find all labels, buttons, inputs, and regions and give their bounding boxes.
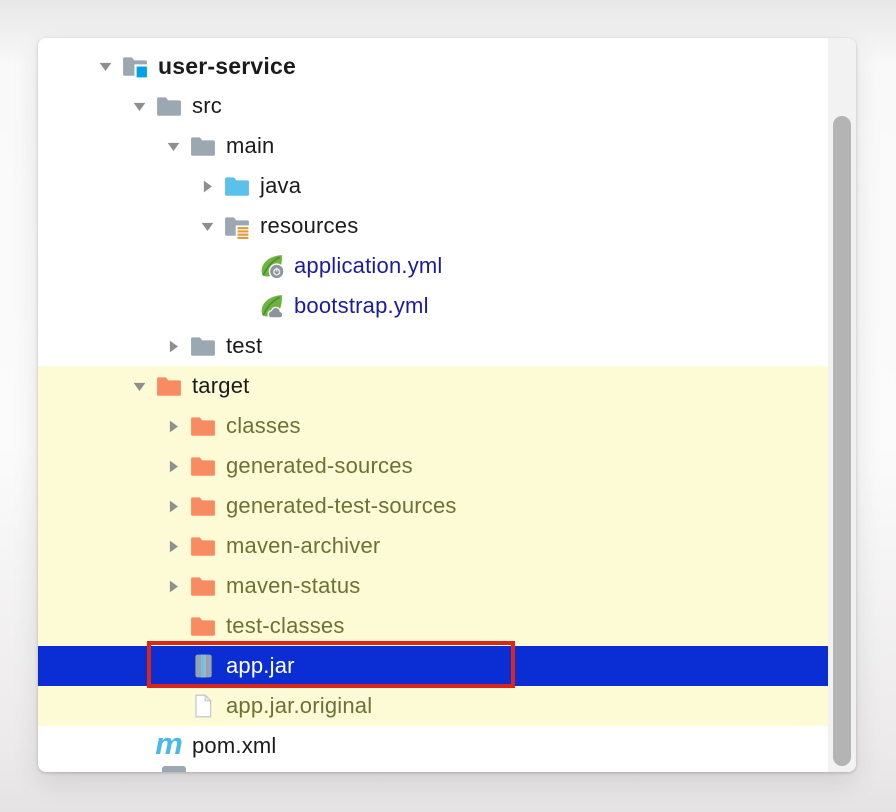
chevron-right-icon[interactable] xyxy=(198,177,216,195)
tree-item-label: pom.xml xyxy=(192,733,277,758)
tree-item-label: bootstrap.yml xyxy=(294,293,429,318)
folder-gray-icon xyxy=(190,333,216,359)
tree-row-resources[interactable]: resources xyxy=(38,206,828,246)
folder-gray-icon xyxy=(190,133,216,159)
folder-orange-icon xyxy=(190,453,216,479)
tree-row-app-jar-original[interactable]: app.jar.original xyxy=(38,686,828,726)
tree-item-label: test xyxy=(226,333,263,358)
tree-row-generated-sources[interactable]: generated-sources xyxy=(38,446,828,486)
folder-orange-icon xyxy=(156,373,182,399)
scrollbar-thumb[interactable] xyxy=(833,116,851,766)
resources-folder-icon xyxy=(224,213,250,239)
chevron-right-icon[interactable] xyxy=(164,497,182,515)
tree-row-user-service[interactable]: user-service xyxy=(38,46,828,86)
chevron-spacer xyxy=(130,737,148,755)
tree-row-bootstrap-yml[interactable]: bootstrap.yml xyxy=(38,286,828,326)
tree-item-label: target xyxy=(192,373,250,398)
tree-row-pom-xml[interactable]: m pom.xml xyxy=(38,726,828,766)
tree-row-maven-archiver[interactable]: maven-archiver xyxy=(38,526,828,566)
chevron-right-icon[interactable] xyxy=(164,417,182,435)
chevron-spacer xyxy=(232,297,250,315)
tree-item-label: app.jar xyxy=(226,653,295,678)
tree-row-test[interactable]: test xyxy=(38,326,828,366)
scrollbar-track[interactable] xyxy=(828,38,856,772)
chevron-right-icon[interactable] xyxy=(164,457,182,475)
chevron-down-icon[interactable] xyxy=(130,97,148,115)
tree-row-main[interactable]: main xyxy=(38,126,828,166)
chevron-down-icon[interactable] xyxy=(198,217,216,235)
chevron-spacer xyxy=(232,257,250,275)
tree-row-test-classes[interactable]: test-classes xyxy=(38,606,828,646)
partially-visible-row-icon xyxy=(162,766,186,772)
tree-item-label: resources xyxy=(260,213,359,238)
tree-item-label: test-classes xyxy=(226,613,345,638)
tree-item-label: generated-test-sources xyxy=(226,493,457,518)
tree-row-target[interactable]: target xyxy=(38,366,828,406)
tree-item-label: java xyxy=(260,173,302,198)
tree-row-src[interactable]: src xyxy=(38,86,828,126)
project-folder-icon xyxy=(122,53,148,79)
chevron-right-icon[interactable] xyxy=(164,577,182,595)
tree-item-label: application.yml xyxy=(294,253,443,278)
chevron-down-icon[interactable] xyxy=(96,57,114,75)
folder-blue-icon xyxy=(224,173,250,199)
chevron-right-icon[interactable] xyxy=(164,337,182,355)
tree-row-generated-test-sources[interactable]: generated-test-sources xyxy=(38,486,828,526)
tree-item-label: maven-archiver xyxy=(226,533,381,558)
folder-orange-icon xyxy=(190,573,216,599)
maven-icon: m xyxy=(155,726,183,761)
folder-orange-icon xyxy=(190,613,216,639)
folder-gray-icon xyxy=(156,93,182,119)
maven-icon-glyph: m xyxy=(155,726,183,761)
chevron-down-icon[interactable] xyxy=(164,137,182,155)
folder-orange-icon xyxy=(190,413,216,439)
folder-orange-icon xyxy=(190,493,216,519)
tree-item-label: src xyxy=(192,93,222,118)
archive-icon xyxy=(190,653,216,679)
folder-orange-icon xyxy=(190,533,216,559)
tree-row-maven-status[interactable]: maven-status xyxy=(38,566,828,606)
tree-item-label: maven-status xyxy=(226,573,361,598)
tree-item-label: user-service xyxy=(158,52,296,79)
tree-item-label: app.jar.original xyxy=(226,693,373,718)
spring-cloud-config-icon xyxy=(258,293,284,319)
tree-row-app-jar[interactable]: app.jar xyxy=(38,646,828,686)
chevron-right-icon[interactable] xyxy=(164,537,182,555)
tree-item-label: classes xyxy=(226,413,301,438)
chevron-down-icon[interactable] xyxy=(130,377,148,395)
tree-row-java[interactable]: java xyxy=(38,166,828,206)
chevron-spacer xyxy=(164,697,182,715)
tree-row-application-yml[interactable]: application.yml xyxy=(38,246,828,286)
chevron-spacer xyxy=(164,657,182,675)
tree-item-label: main xyxy=(226,133,275,158)
tree-row-classes[interactable]: classes xyxy=(38,406,828,446)
tree-item-label: generated-sources xyxy=(226,453,413,478)
chevron-spacer xyxy=(164,617,182,635)
file-icon xyxy=(190,693,216,719)
spring-boot-config-icon xyxy=(258,253,284,279)
